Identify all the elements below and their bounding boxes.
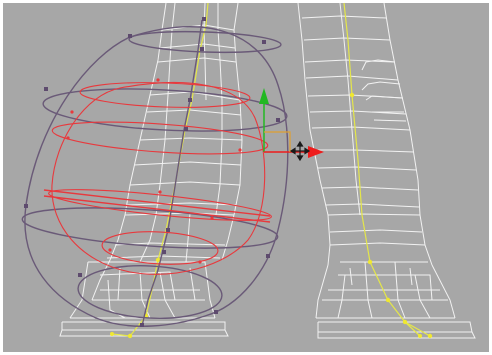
move-cursor-icon [289, 140, 311, 162]
xy-plane-handle[interactable] [264, 131, 291, 152]
viewport-background [3, 3, 489, 352]
envelope-cage[interactable] [21, 19, 289, 327]
bone-nodes[interactable] [110, 92, 433, 339]
transform-gizmo[interactable] [259, 88, 324, 162]
y-axis-arrow-icon[interactable] [259, 88, 269, 104]
influence-nodes[interactable] [66, 78, 242, 264]
cage-nodes[interactable] [24, 17, 280, 327]
right-leg-wireframe[interactable] [297, 2, 476, 339]
x-axis-arrow-icon[interactable] [308, 146, 324, 158]
inner-influence-envelope[interactable] [43, 80, 272, 275]
